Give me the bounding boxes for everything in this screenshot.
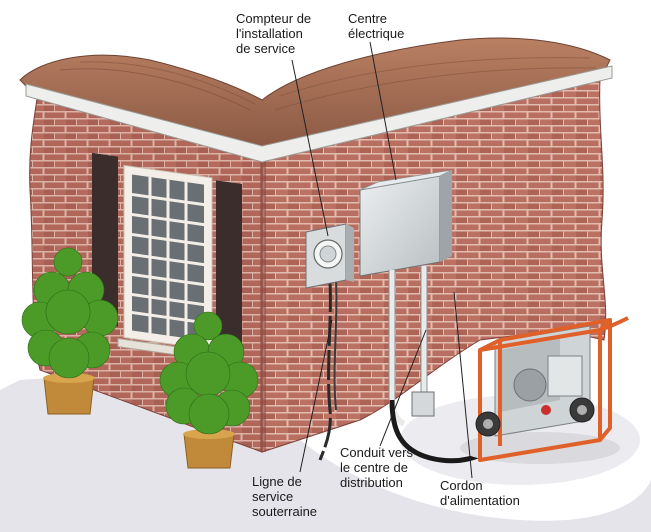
leader-conduit: [379, 329, 427, 447]
label-line: distribution: [340, 475, 403, 490]
label-line: d'alimentation: [440, 493, 520, 508]
power-inlet: [411, 391, 435, 417]
label-line: le centre de: [340, 460, 408, 475]
label-line: électrique: [348, 26, 405, 41]
underground-line-cable: [318, 281, 332, 461]
roof-fascia: [25, 65, 613, 163]
potted-plant-left: [21, 247, 119, 415]
electrical-panel: [359, 169, 453, 277]
leader-lines: [291, 41, 473, 479]
label-line: l'installation: [236, 26, 303, 41]
service-meter: [305, 223, 354, 289]
leader-panel: [369, 41, 397, 181]
label-line: de service: [236, 41, 296, 56]
label-line: Centre: [348, 11, 388, 26]
label-underground-line: Ligne de service souterraine: [252, 474, 317, 519]
leader-power-cord: [453, 291, 473, 479]
label-line: souterraine: [252, 504, 318, 519]
label-conduit: Conduit vers le centre de distribution: [340, 445, 413, 490]
right-shutter: [216, 180, 242, 355]
label-service-meter: Compteur de l'installation de service: [236, 11, 311, 56]
label-electrical-panel: Centre électrique: [348, 11, 404, 41]
portable-generator: [460, 316, 629, 464]
label-power-cord: Cordon d'alimentation: [440, 478, 520, 508]
ground-shadow: [0, 378, 651, 532]
label-line: Cordon: [440, 478, 483, 493]
label-line: Compteur de: [236, 11, 312, 26]
right-wall: [261, 77, 607, 453]
potted-plant-right: [159, 311, 259, 469]
leader-underground-line: [299, 319, 333, 473]
leader-meter: [291, 59, 329, 237]
label-line: service: [252, 489, 294, 504]
label-line: Conduit vers: [340, 445, 413, 460]
label-line: Ligne de: [252, 474, 302, 489]
